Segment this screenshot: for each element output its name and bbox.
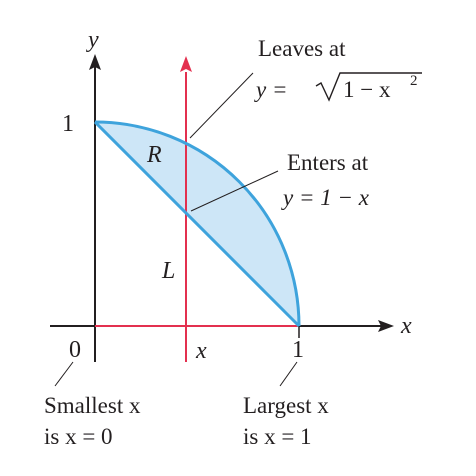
largest-leader: [279, 361, 298, 387]
leaves-eq-exponent: 2: [410, 73, 418, 89]
y-tick-label-1: 1: [62, 111, 74, 137]
enters-leader: [190, 170, 279, 212]
enters-eq: y = 1 − x: [281, 185, 370, 210]
x-marker-label: x: [195, 338, 207, 364]
y-axis-arrowhead: [89, 54, 101, 70]
line-label: L: [161, 258, 175, 284]
x-axis-arrowhead: [378, 320, 394, 332]
sqrt-symbol: [315, 72, 422, 102]
smallest-line1: Smallest x: [44, 393, 141, 418]
leaves-eq-root: 1 − x: [343, 77, 391, 102]
leaves-title: Leaves at: [258, 36, 346, 61]
smallest-line2: is x = 0: [44, 424, 113, 449]
largest-line2: is x = 1: [243, 424, 312, 449]
region-label: R: [146, 142, 162, 168]
chord-boundary: [93, 120, 301, 328]
y-axis-label: y: [86, 27, 99, 53]
origin-label: 0: [69, 337, 81, 363]
largest-line1: Largest x: [243, 393, 329, 418]
smallest-leader: [54, 361, 74, 387]
vertical-line-arrowhead: [180, 56, 192, 72]
x-tick-label-1: 1: [292, 337, 304, 363]
enters-title: Enters at: [287, 150, 369, 175]
leaves-leader: [189, 72, 254, 139]
leaves-eq-left: y =: [254, 77, 287, 102]
x-axis-label: x: [400, 313, 412, 339]
quarter-circle-boundary: [94, 120, 301, 327]
